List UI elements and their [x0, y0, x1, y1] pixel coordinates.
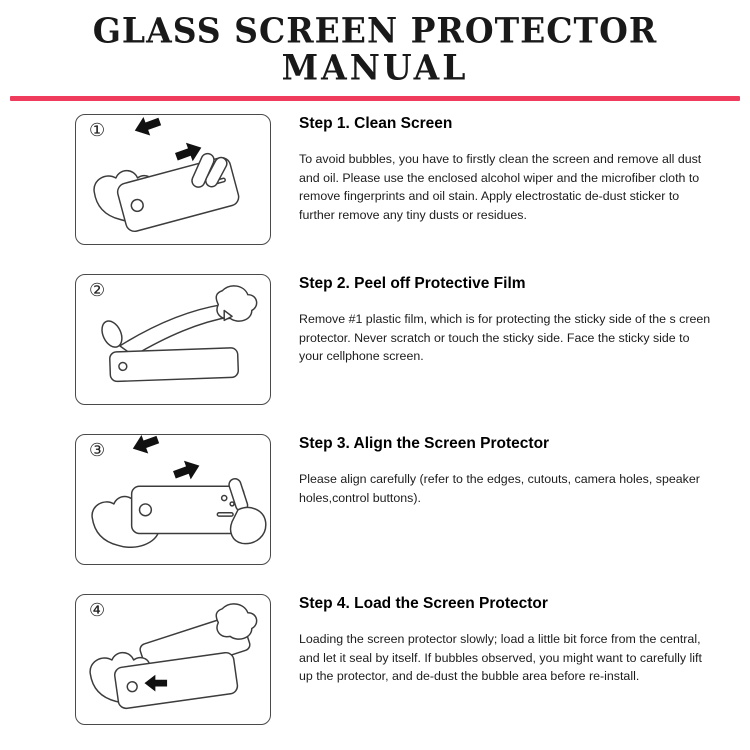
step-2-peel-illustration: [101, 285, 258, 383]
accent-divider: [10, 96, 740, 101]
page-title-line1: GLASS SCREEN PROTECTOR: [92, 10, 658, 51]
thumb-icon: [101, 320, 123, 348]
phone-icon: [114, 651, 239, 710]
manual-header: GLASS SCREEN PROTECTOR MANUAL: [0, 0, 750, 88]
step-4-body: Loading the screen protector slowly; loa…: [299, 632, 702, 684]
wiping-fingers-icon: [191, 152, 228, 188]
step-4-illustration-box: ④: [75, 594, 271, 725]
step-3-heading: Step 3. Align the Screen Protector: [299, 435, 550, 452]
step-2-content: Step 2. Peel off Protective Film Remove …: [299, 274, 713, 366]
wipe-arrow-right-icon: [175, 142, 202, 162]
step-1-illustration-box: ①: [75, 114, 271, 245]
step-1-number-icon: ①: [89, 120, 106, 140]
align-arrow-left-icon: [132, 435, 160, 454]
step-4-load-illustration: [89, 603, 258, 710]
page-title-line2: MANUAL: [281, 47, 469, 88]
load-direction-arrow-icon: [144, 674, 168, 692]
step-3-align-illustration: [91, 435, 267, 548]
phone-icon: [109, 347, 240, 383]
wipe-arrow-left-icon: [134, 116, 162, 136]
step-4-heading: Step 4. Load the Screen Protector: [299, 595, 548, 612]
step-3-illustration-box: ③: [75, 434, 271, 565]
step-2-heading: Step 2. Peel off Protective Film: [299, 275, 526, 292]
pinch-finger-icon: [223, 309, 233, 322]
step-3-content: Step 3. Align the Screen Protector Pleas…: [299, 434, 713, 507]
step-2-number-icon: ②: [89, 280, 106, 300]
step-1-clean-illustration: [93, 116, 240, 233]
loading-hand-icon: [215, 603, 258, 640]
steps-list: ① Step 1. Clean Sc: [0, 114, 750, 725]
align-arrow-right-icon: [173, 460, 200, 480]
step-4-content: Step 4. Load the Screen Protector Loadin…: [299, 594, 713, 686]
step-2-body: Remove #1 plastic film, which is for pro…: [299, 312, 711, 364]
step-4-number-icon: ④: [89, 600, 106, 620]
right-hand-icon: [228, 478, 267, 545]
phone-icon: [130, 485, 245, 535]
step-3-number-icon: ③: [89, 440, 106, 460]
step-1-content: Step 1. Clean Screen To avoid bubbles, y…: [299, 114, 713, 224]
step-row-4: ④ Step 4. Load the Screen Protector: [75, 594, 750, 725]
step-row-1: ① Step 1. Clean Sc: [75, 114, 750, 245]
step-1-heading: Step 1. Clean Screen: [299, 115, 453, 132]
pulling-hand-icon: [215, 285, 258, 322]
step-1-body: To avoid bubbles, you have to firstly cl…: [299, 152, 702, 222]
step-3-body: Please align carefully (refer to the edg…: [299, 472, 700, 505]
step-2-illustration-box: ②: [75, 274, 271, 405]
step-row-2: ② Step 2. Peel off Protective Film Remov…: [75, 274, 750, 405]
step-row-3: ③: [75, 434, 750, 565]
